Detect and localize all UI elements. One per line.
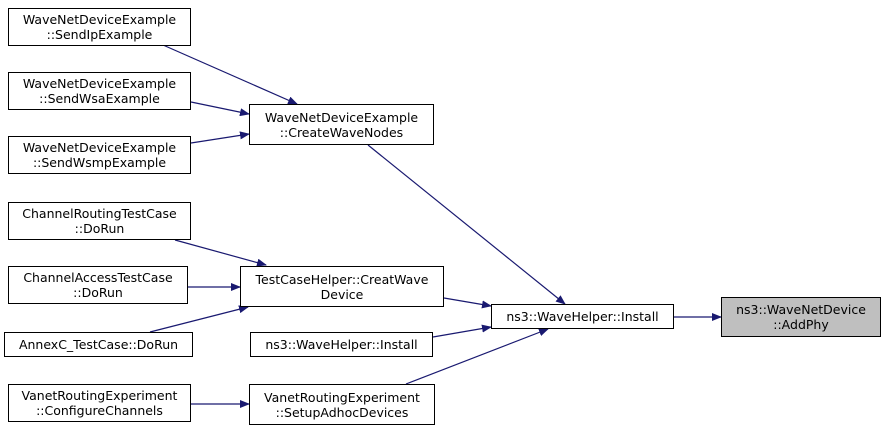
node-send-wsa-example-line2: ::SendWsaExample [39,91,160,106]
node-setup-adhoc-devices-line2: ::SetupAdhocDevices [275,404,409,420]
node-creat-wave-device-line2: Device [320,286,364,302]
node-wave-helper-install[interactable]: ns3::WaveHelper::Install [491,304,674,329]
node-channel-access-test-case[interactable]: ChannelAccessTestCase ::DoRun [8,266,188,304]
node-send-ip-example-line1: WaveNetDeviceExample [22,12,177,27]
node-wave-helper-install-caller[interactable]: ns3::WaveHelper::Install [250,332,433,357]
edge-send-wsa-to-create-wave-nodes [190,101,250,117]
edge-send-ip-to-create-wave-nodes [162,44,298,105]
node-add-phy-line1: ns3::WaveNetDevice [736,302,866,317]
edge-create-wave-nodes-to-install [367,144,566,305]
node-setup-adhoc-devices-line1: VanetRoutingExperiment [264,389,420,405]
node-setup-adhoc-devices[interactable]: VanetRoutingExperiment ::SetupAdhocDevic… [249,384,435,425]
node-send-ip-example-line2: ::SendIpExample [46,27,153,42]
node-channel-access-test-case-line2: ::DoRun [73,285,123,300]
node-channel-access-test-case-line1: ChannelAccessTestCase [23,270,173,285]
node-creat-wave-device[interactable]: TestCaseHelper::CreatWave Device [240,266,444,307]
node-configure-channels-line2: ::ConfigureChannels [36,403,163,418]
edge-creat-wave-device-to-install [443,297,492,309]
node-channel-routing-test-case[interactable]: ChannelRoutingTestCase ::DoRun [8,202,191,240]
node-configure-channels-line1: VanetRoutingExperiment [21,388,178,403]
node-send-ip-example[interactable]: WaveNetDeviceExample ::SendIpExample [8,8,191,46]
node-create-wave-nodes-line2: ::CreateWaveNodes [279,124,404,140]
node-add-phy-line2: ::AddPhy [773,317,829,332]
node-channel-routing-test-case-line2: ::DoRun [74,221,125,236]
node-configure-channels[interactable]: VanetRoutingExperiment ::ConfigureChanne… [8,384,191,422]
node-annexc-test-case[interactable]: AnnexC_TestCase::DoRun [4,332,193,357]
edge-send-wsmp-to-create-wave-nodes [190,131,250,144]
node-add-phy[interactable]: ns3::WaveNetDevice ::AddPhy [721,297,881,337]
node-annexc-test-case-line1: AnnexC_TestCase::DoRun [18,337,179,352]
node-wave-helper-install-line1: ns3::WaveHelper::Install [506,309,659,324]
node-create-wave-nodes-line1: WaveNetDeviceExample [264,109,419,125]
node-creat-wave-device-line1: TestCaseHelper::CreatWave [255,271,429,287]
node-create-wave-nodes[interactable]: WaveNetDeviceExample ::CreateWaveNodes [249,104,434,145]
edge-setup-adhoc-to-install [405,328,549,385]
node-send-wsmp-example-line2: ::SendWsmpExample [32,155,167,170]
edge-annexc-to-creat-wave-device [149,305,249,333]
node-channel-routing-test-case-line1: ChannelRoutingTestCase [22,206,177,221]
edge-install-caller-to-install [432,324,492,338]
node-send-wsa-example-line1: WaveNetDeviceExample [22,76,177,91]
node-send-wsa-example[interactable]: WaveNetDeviceExample ::SendWsaExample [8,72,191,110]
edge-channel-routing-to-creat-wave-device [174,239,267,267]
node-send-wsmp-example[interactable]: WaveNetDeviceExample ::SendWsmpExample [8,136,191,174]
node-send-wsmp-example-line1: WaveNetDeviceExample [22,140,177,155]
node-wave-helper-install-caller-line1: ns3::WaveHelper::Install [265,337,418,352]
